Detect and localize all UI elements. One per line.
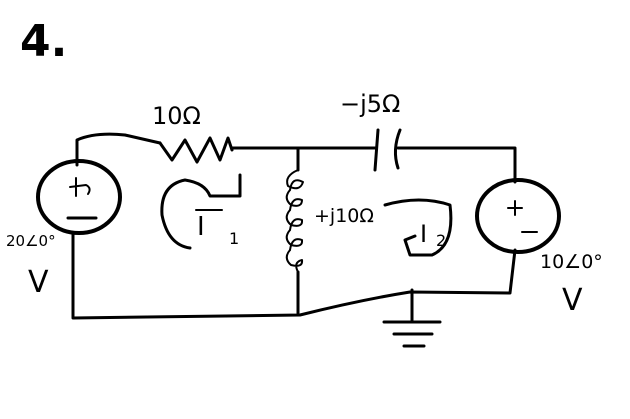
left-voltage-source [36, 159, 122, 235]
inductor-label: +j10Ω [314, 205, 374, 227]
resistor-label: 10Ω [152, 102, 201, 130]
mesh2-current-symbol: I [420, 220, 427, 248]
bottom-wire [71, 231, 517, 320]
ground-symbol [382, 320, 442, 348]
left-source-value: 20∠0° [6, 232, 56, 250]
right-source-unit: V [562, 283, 583, 318]
top-wire-right [396, 146, 517, 184]
mesh1-current-subscript: 1 [229, 229, 239, 248]
resistor-symbol [158, 136, 234, 164]
mesh1-current-symbol: I [197, 212, 205, 242]
mesh2-current-arrow [383, 198, 453, 257]
top-wire-left [75, 132, 162, 167]
mesh1-current-arrow [160, 173, 242, 250]
mesh2-current-subscript: 2 [436, 231, 446, 250]
left-source-unit: V [28, 265, 49, 300]
capacitor-plate-right [393, 128, 402, 170]
capacitor-label: −j5Ω [340, 90, 400, 118]
right-source-value: 10∠0° [540, 251, 603, 273]
capacitor-plate-left [373, 128, 380, 172]
problem-number: 4. [20, 16, 67, 67]
inductor-symbol [285, 169, 304, 273]
right-voltage-source [475, 178, 561, 254]
